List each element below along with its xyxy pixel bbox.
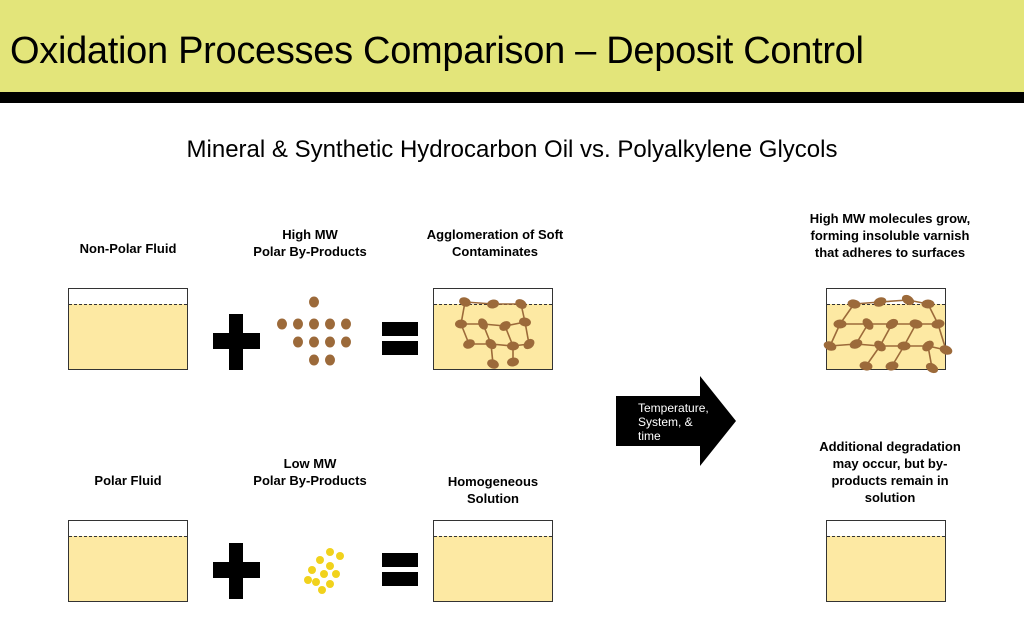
non-polar-fluid-beaker <box>68 288 188 370</box>
contaminant-particle <box>921 299 935 309</box>
high-mw-particle <box>325 336 335 348</box>
low-mw-particle <box>326 580 334 588</box>
contaminant-particle <box>499 321 511 331</box>
low-mw-particle <box>304 576 312 584</box>
page-title: Oxidation Processes Comparison – Deposit… <box>10 30 864 72</box>
agglomerated-contaminants <box>455 297 535 369</box>
contaminant-particle <box>939 345 953 355</box>
low-mw-particle <box>326 562 334 570</box>
low-mw-particle <box>320 570 328 578</box>
homogeneous-solution-beaker <box>433 520 553 602</box>
low-mw-particle <box>312 578 320 586</box>
plus-sign-bottom-horizontal <box>213 562 260 578</box>
contaminant-particle <box>478 318 488 330</box>
contaminant-particle <box>833 319 847 329</box>
fluid-fill <box>827 536 945 601</box>
high-mw-particle <box>293 336 303 348</box>
polar-fluid-beaker <box>68 520 188 602</box>
contaminant-particle <box>487 359 499 369</box>
low-mw-particle <box>326 548 334 556</box>
agglomeration-label: Agglomeration of Soft Contaminates <box>426 227 564 259</box>
arrow-caption: Temperature, System, & time <box>638 401 709 443</box>
low-mw-particle <box>336 552 344 560</box>
contaminant-particle <box>897 341 911 351</box>
high-mw-particle <box>341 318 351 330</box>
contaminant-particle <box>463 339 475 349</box>
plus-sign-top-horizontal <box>213 333 260 349</box>
contaminant-particle <box>849 339 863 349</box>
equals-sign-bottom-lower <box>382 572 418 586</box>
fluid-fill <box>69 304 187 369</box>
high-mw-particle <box>325 354 335 366</box>
contaminant-particle <box>885 361 899 371</box>
contaminant-particle <box>455 319 467 329</box>
varnish-outcome-label: High MW molecules grow, forming insolubl… <box>809 211 971 260</box>
high-mw-particle <box>293 318 303 330</box>
low-mw-byproducts-label: Low MW Polar By-Products <box>253 456 367 488</box>
contaminant-particle <box>901 294 915 306</box>
low-mw-particle <box>332 570 340 578</box>
contaminant-particle <box>859 361 873 371</box>
solution-beaker <box>826 520 946 602</box>
contaminant-particle <box>523 338 535 350</box>
title-divider <box>0 92 1024 103</box>
contaminant-particle <box>485 338 497 350</box>
contaminant-particle <box>507 341 519 351</box>
contaminant-particle <box>862 318 874 330</box>
contaminant-particle <box>925 362 939 374</box>
contaminant-particle <box>922 340 934 352</box>
homogeneous-solution-label: Homogeneous Solution <box>447 474 539 506</box>
fluid-fill <box>434 536 552 601</box>
contaminant-particle <box>459 297 471 307</box>
high-mw-particle <box>309 336 319 348</box>
contaminant-particle <box>909 319 923 329</box>
high-mw-particle <box>277 318 287 330</box>
high-mw-particle <box>341 336 351 348</box>
equals-sign-bottom-upper <box>382 553 418 567</box>
high-mw-byproducts-label: High MW Polar By-Products <box>253 227 367 259</box>
contaminant-particle <box>874 340 886 352</box>
high-mw-particle <box>325 318 335 330</box>
low-mw-particle <box>316 556 324 564</box>
contaminant-particle <box>823 341 837 351</box>
high-mw-particle <box>309 318 319 330</box>
high-mw-particle <box>309 296 319 308</box>
contaminant-particle <box>873 297 887 307</box>
fluid-fill <box>69 536 187 601</box>
equals-sign-top-upper <box>382 322 418 336</box>
contaminant-particle <box>507 357 519 367</box>
low-mw-particle <box>318 586 326 594</box>
contaminant-particle <box>885 318 899 330</box>
equals-sign-top-lower <box>382 341 418 355</box>
title-banner <box>0 0 1024 92</box>
low-mw-particles <box>304 548 344 594</box>
high-mw-particles <box>277 296 351 366</box>
high-mw-particle <box>309 354 319 366</box>
low-mw-particle <box>308 566 316 574</box>
contaminant-particle <box>515 299 527 309</box>
contaminant-particle <box>487 299 499 309</box>
degradation-outcome-label: Additional degradation may occur, but by… <box>819 439 961 505</box>
contaminant-particle <box>847 299 861 309</box>
non-polar-fluid-label: Non-Polar Fluid <box>79 241 177 256</box>
contaminant-particle <box>931 319 945 329</box>
process-arrow <box>616 376 736 466</box>
page-subtitle: Mineral & Synthetic Hydrocarbon Oil vs. … <box>186 136 838 163</box>
varnish-deposits <box>823 294 953 374</box>
polar-fluid-label: Polar Fluid <box>94 473 162 488</box>
contaminant-particle <box>519 317 531 327</box>
